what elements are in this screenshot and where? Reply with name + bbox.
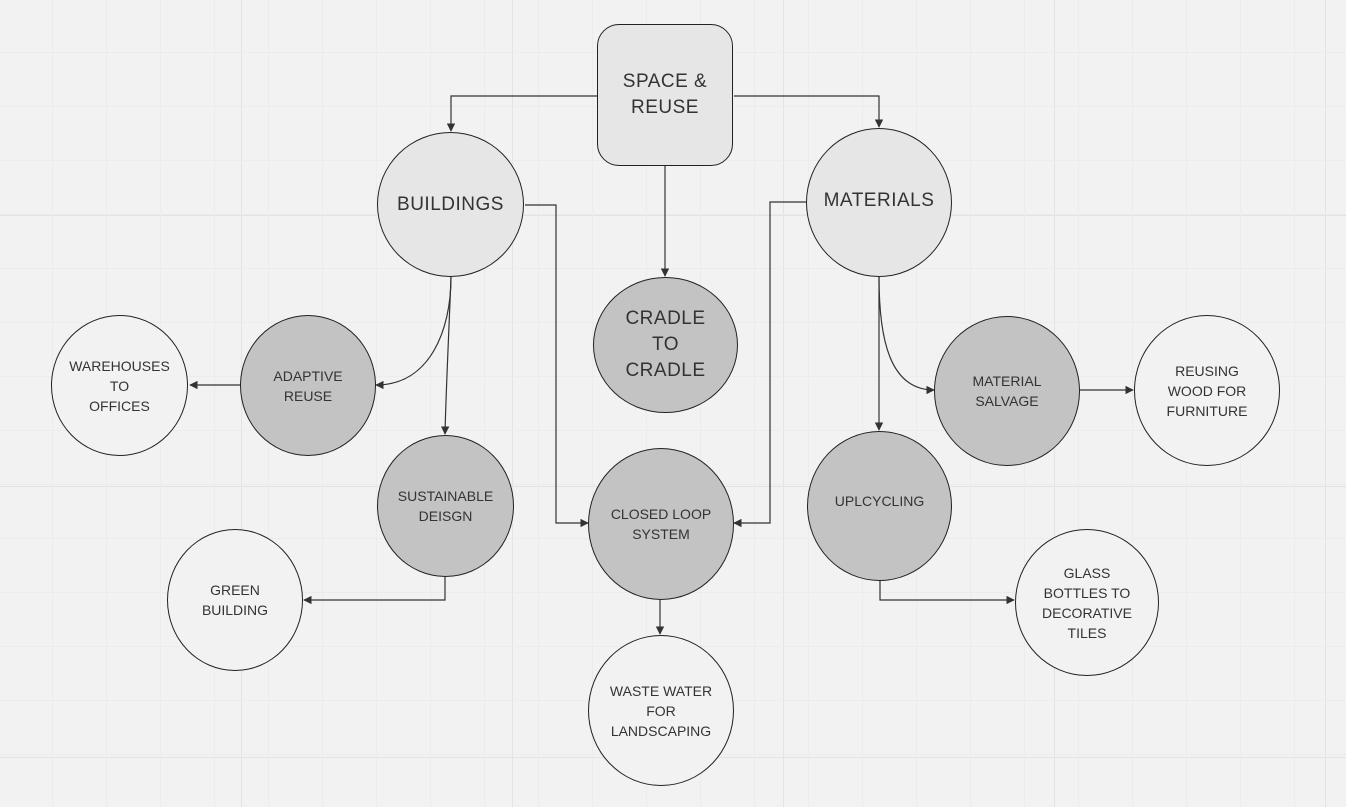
node-sustainable-label: SUSTAINABLE DEISGN	[397, 488, 494, 524]
edge-materials-closedloop	[733, 201, 806, 528]
node-wastewater-label: WASTE WATER FOR LANDSCAPING	[609, 682, 713, 739]
node-green-building[interactable]: GREEN BUILDING	[167, 529, 303, 671]
node-warehouses-to-offices[interactable]: WAREHOUSES TO OFFICES	[51, 315, 188, 456]
node-adaptive-reuse[interactable]: ADAPTIVE REUSE	[240, 315, 376, 456]
edge-upcycling-glass	[879, 581, 1015, 605]
edge-root-buildings	[446, 95, 598, 132]
node-green-label: GREEN BUILDING	[201, 582, 269, 618]
node-glass-label: GLASS BOTTLES TO DECORATIVE TILES	[1042, 564, 1132, 641]
node-upcycling[interactable]: UPLCYCLING	[807, 431, 952, 581]
node-sustainable-design[interactable]: SUSTAINABLE DEISGN	[377, 435, 514, 577]
edge-buildings-sustainable	[440, 276, 452, 435]
node-closed-loop-system[interactable]: CLOSED LOOP SYSTEM	[588, 448, 734, 600]
edge-sustainable-green	[303, 577, 446, 605]
node-cradle-label: CRADLE TO CRADLE	[625, 308, 706, 381]
node-upcycling-label: UPLCYCLING	[834, 493, 925, 509]
node-materials[interactable]: MATERIALS	[806, 128, 952, 277]
edge-buildings-adaptive	[375, 276, 452, 390]
node-reusing-wood[interactable]: REUSING WOOD FOR FURNITURE	[1134, 315, 1280, 466]
edge-root-materials	[734, 95, 884, 128]
node-buildings[interactable]: BUILDINGS	[377, 132, 524, 277]
node-warehouses-label: WAREHOUSES TO OFFICES	[69, 357, 170, 414]
node-adaptive-label: ADAPTIVE REUSE	[273, 367, 343, 404]
node-material-salvage[interactable]: MATERIAL SALVAGE	[934, 316, 1080, 466]
root-node-label: SPACE & REUSE	[622, 71, 708, 118]
node-buildings-label: BUILDINGS	[397, 193, 504, 215]
node-wood-label: REUSING WOOD FOR FURNITURE	[1166, 362, 1248, 419]
node-salvage-label: MATERIAL SALVAGE	[972, 373, 1042, 409]
node-waste-water[interactable]: WASTE WATER FOR LANDSCAPING	[588, 635, 734, 786]
root-node-space-reuse[interactable]: SPACE & REUSE	[597, 24, 733, 166]
node-materials-label: MATERIALS	[823, 190, 935, 211]
node-closedloop-label: CLOSED LOOP SYSTEM	[610, 506, 712, 542]
node-cradle-to-cradle[interactable]: CRADLE TO CRADLE	[593, 277, 738, 413]
edge-buildings-closedloop	[525, 204, 589, 528]
edge-materials-salvage	[878, 276, 935, 395]
node-glass-bottles[interactable]: GLASS BOTTLES TO DECORATIVE TILES	[1015, 529, 1159, 676]
